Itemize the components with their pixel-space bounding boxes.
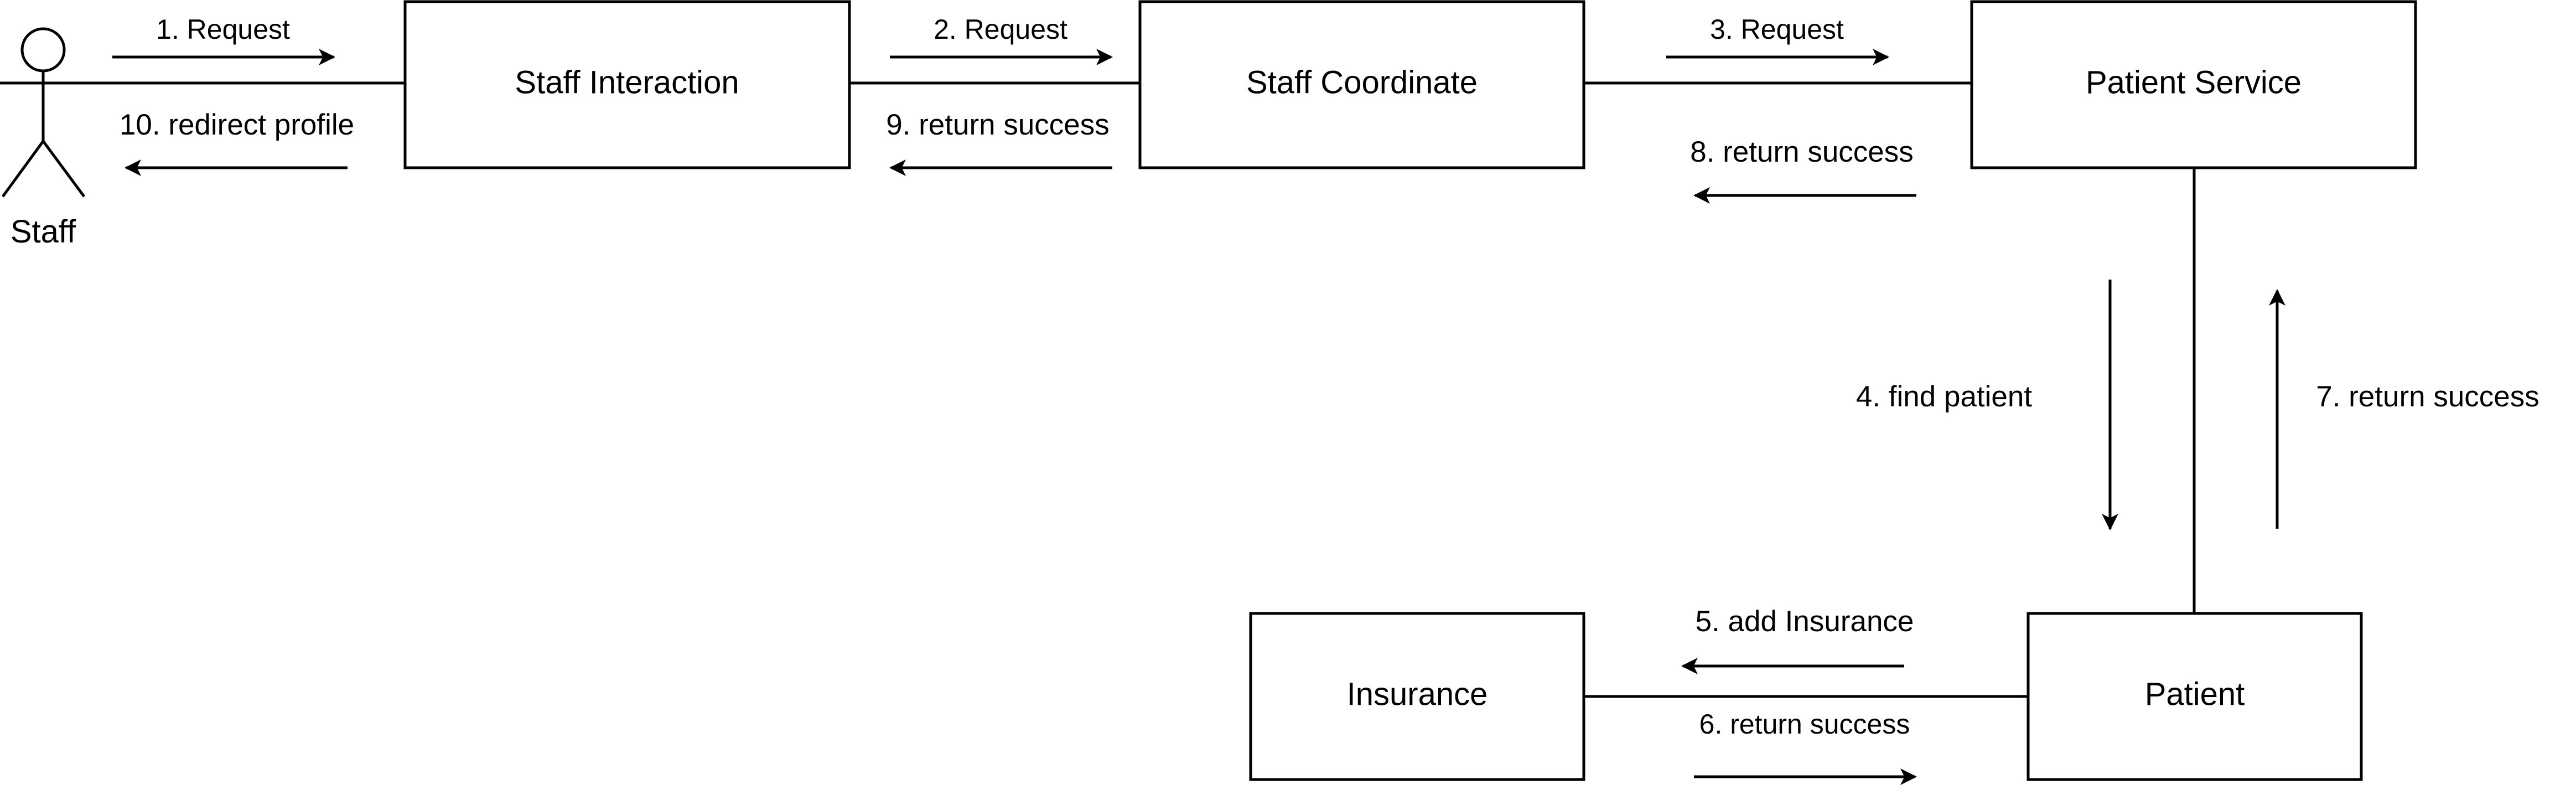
node-box xyxy=(403,0,851,169)
connectors xyxy=(0,81,2196,698)
node-patient-service[interactable]: Patient Service xyxy=(1970,0,2417,169)
node-box xyxy=(2026,612,2363,781)
message-label-m8: 8. return success xyxy=(1690,136,1914,168)
message-label-m7: 7. return success xyxy=(2316,380,2539,413)
node-staff-interaction[interactable]: Staff Interaction xyxy=(403,0,851,169)
message-label-m4: 4. find patient xyxy=(1856,380,2033,413)
actor-staff[interactable] xyxy=(0,27,86,198)
node-label: Patient xyxy=(2145,676,2245,712)
message-label-m5: 5. add Insurance xyxy=(1696,605,1914,638)
actor-staff-label: Staff xyxy=(11,214,76,250)
message-label-m2: 2. Request xyxy=(934,14,1067,45)
node-box xyxy=(1138,0,1585,169)
message-label-m1: 1. Request xyxy=(156,14,290,45)
node-staff-coordinate[interactable]: Staff Coordinate xyxy=(1138,0,1585,169)
actor-head xyxy=(20,27,66,73)
message-arrows xyxy=(112,49,2285,785)
actor-right-leg xyxy=(42,140,86,198)
node-insurance[interactable]: Insurance xyxy=(1249,612,1585,781)
message-label-m9: 9. return success xyxy=(886,109,1110,141)
node-label: Insurance xyxy=(1347,676,1488,712)
node-label: Patient Service xyxy=(2086,64,2302,100)
actor-left-leg xyxy=(1,140,45,198)
node-patient[interactable]: Patient xyxy=(2026,612,2363,781)
node-label: Staff Interaction xyxy=(515,64,739,100)
node-box xyxy=(1249,612,1585,781)
node-label: Staff Coordinate xyxy=(1246,64,1478,100)
node-box xyxy=(1970,0,2417,169)
message-label-m10: 10. redirect profile xyxy=(120,109,354,141)
message-label-m3: 3. Request xyxy=(1710,14,1844,45)
message-label-m6: 6. return success xyxy=(1699,709,1910,740)
